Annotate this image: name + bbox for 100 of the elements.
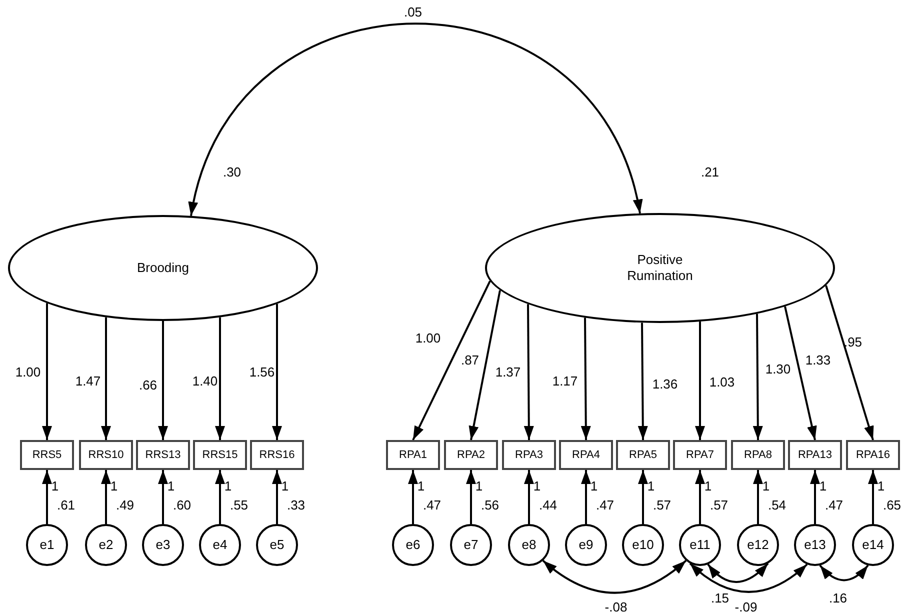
edge-label: 1.17 [552, 374, 578, 388]
path-arrow [272, 304, 282, 440]
path-arrow [810, 470, 820, 524]
edge-label: .95 [844, 336, 862, 348]
path-arrow [524, 470, 534, 524]
variance-value: .57 [710, 496, 728, 514]
edge-label: 1 [167, 480, 175, 492]
edge-label: 1 [819, 480, 827, 492]
edge-label: 1 [417, 480, 425, 492]
variance-value: .47 [596, 496, 614, 514]
observed-variable-box [250, 440, 304, 470]
variable-name: e9 [578, 536, 594, 554]
path-arrow [753, 470, 763, 524]
variable-name: RPA3 [515, 448, 543, 463]
path-arrow [580, 318, 591, 440]
variance-value: .21 [700, 163, 720, 182]
edge-label: .66 [138, 378, 158, 392]
variable-name: e4 [212, 536, 228, 554]
path-arrow [408, 470, 418, 524]
variance-value: .30 [222, 163, 242, 182]
edge-label: 1.33 [805, 354, 831, 366]
path-arrow [638, 470, 648, 524]
edge-label: 1 [877, 480, 885, 492]
observed-variable-box [193, 440, 247, 470]
variable-name: e12 [747, 536, 769, 554]
observed-variable-box [616, 440, 670, 470]
edge-label: 1.36 [652, 378, 678, 390]
path-arrow [42, 303, 52, 440]
path-arrow [784, 306, 817, 440]
observed-variable-box [386, 440, 440, 470]
path-arrow [524, 304, 534, 440]
variable-name: e11 [690, 536, 710, 554]
path-arrow [412, 280, 491, 440]
covariance-arrow [819, 564, 869, 582]
observed-variable-box [846, 440, 900, 470]
variance-value: .33 [286, 496, 306, 514]
covariance-arrow [542, 560, 687, 594]
edge-label: 1.56 [249, 366, 275, 378]
observed-variable-box [79, 440, 133, 470]
variance-value: .60 [172, 496, 192, 514]
variable-name: e14 [862, 536, 884, 554]
edge-label: 1 [475, 480, 483, 492]
variable-name: e5 [270, 536, 284, 554]
edge-label: 1.00 [15, 366, 41, 378]
variable-name: e1 [40, 536, 54, 554]
path-arrow [825, 285, 874, 440]
path-arrow [158, 321, 168, 440]
variance-value: .56 [480, 496, 500, 514]
edge-label: .87 [460, 354, 480, 366]
variable-name: RRS15 [202, 448, 238, 463]
observed-variable-box [559, 440, 613, 470]
variance-value: .57 [652, 496, 672, 514]
path-arrow [868, 470, 878, 524]
path-arrow [101, 317, 111, 440]
variable-name: RRS16 [259, 448, 295, 463]
path-arrow [638, 322, 648, 440]
observed-variable-box [20, 440, 74, 470]
edge-label: 1 [762, 480, 770, 492]
path-arrow [101, 470, 111, 524]
edge-label: .05 [404, 6, 422, 18]
variable-name: e6 [406, 536, 420, 554]
variable-name: e7 [464, 536, 478, 554]
observed-variable-box [788, 440, 842, 470]
path-arrow [215, 470, 225, 524]
variable-name: RPA5 [629, 448, 657, 463]
edge-label: -.08 [604, 600, 628, 614]
path-arrow [42, 470, 52, 524]
edge-label: 1 [647, 480, 655, 492]
variable-name: RPA2 [457, 448, 485, 463]
variance-value: .49 [116, 496, 134, 514]
variance-value: .44 [538, 496, 558, 514]
edge-label: 1 [533, 480, 541, 492]
edge-label: 1.30 [765, 362, 791, 376]
path-arrow [581, 470, 591, 524]
variable-name: e8 [522, 536, 536, 554]
path-arrow [215, 317, 225, 440]
variance-value: .61 [56, 496, 76, 514]
path-arrow [695, 322, 705, 440]
variable-name: e3 [156, 536, 170, 554]
path-arrow [272, 470, 282, 524]
variable-name: RPA13 [798, 448, 832, 463]
edge-label: .16 [828, 592, 848, 604]
variable-name: RRS5 [32, 448, 62, 463]
observed-variable-box [502, 440, 556, 470]
edge-label: 1 [110, 480, 118, 492]
variable-name: Brooding [136, 260, 190, 276]
variable-name: RPA4 [572, 448, 600, 463]
variance-value: .47 [824, 496, 844, 514]
variable-name: RPA7 [686, 448, 714, 463]
observed-variable-box [444, 440, 498, 470]
edge-label: 1.47 [75, 374, 101, 388]
variance-value: .65 [882, 496, 902, 514]
variable-name: e2 [98, 536, 114, 554]
edge-label: 1.00 [415, 332, 441, 344]
edge-label: 1.40 [192, 374, 218, 388]
variable-name: RPA16 [856, 448, 890, 463]
observed-variable-box [673, 440, 727, 470]
edge-label: .15 [710, 592, 730, 604]
variable-name: RRS13 [145, 448, 181, 463]
variance-value: .54 [768, 496, 786, 514]
